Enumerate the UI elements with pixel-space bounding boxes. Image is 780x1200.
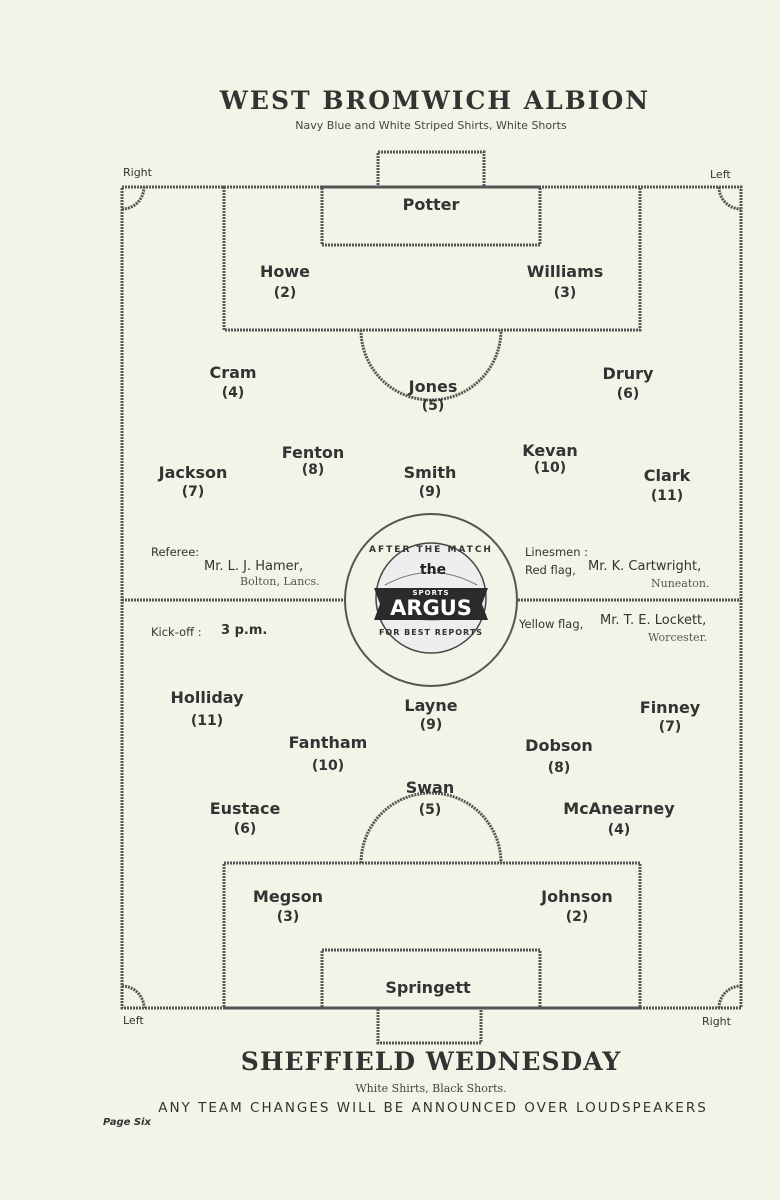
player-name: Swan	[405, 778, 455, 797]
player-number: (10)	[311, 758, 345, 774]
player-name: Kevan	[522, 441, 578, 460]
player-number: (4)	[607, 822, 631, 838]
bottom-penalty-arc	[359, 791, 503, 864]
advert-top-text: AFTER THE MATCH	[369, 545, 493, 555]
referee-town: Bolton, Lancs.	[240, 575, 320, 588]
argus-logo	[374, 542, 488, 654]
player-name: Holliday	[170, 688, 244, 707]
yellow-flag-name: Mr. T. E. Lockett,	[600, 613, 707, 628]
home-team-kit: Navy Blue and White Striped Shirts, Whit…	[295, 119, 567, 132]
page-number: Page Six	[103, 1117, 151, 1128]
player-number: (5)	[418, 802, 442, 818]
player-number: (2)	[273, 285, 297, 301]
player-name: Layne	[404, 696, 458, 715]
team-changes-notice: ANY TEAM CHANGES WILL BE ANNOUNCED OVER …	[158, 1100, 708, 1116]
player-name: Potter	[402, 195, 460, 214]
referee-name: Mr. L. J. Hamer,	[204, 559, 304, 574]
referee-label: Referee:	[151, 545, 200, 559]
top-penalty-arc	[359, 329, 503, 402]
player-name: Cram	[209, 363, 257, 382]
yellow-flag-town: Worcester.	[648, 631, 708, 644]
player-number: (11)	[190, 713, 224, 729]
player-number: (9)	[418, 484, 442, 500]
player-number: (8)	[301, 462, 325, 478]
player-name: Fenton	[281, 443, 345, 462]
advert-bottom-text: FOR BEST REPORTS	[378, 628, 484, 637]
red-flag-name: Mr. K. Cartwright,	[588, 559, 702, 574]
corner-label-top-right: Left	[710, 168, 731, 181]
bottom-goal	[376, 1006, 483, 1045]
player-name: McAnearney	[563, 799, 675, 818]
player-name: Williams	[526, 262, 604, 281]
player-name: Jackson	[158, 463, 228, 482]
player-number: (5)	[421, 398, 445, 414]
linesmen-label: Linesmen :	[525, 545, 589, 559]
player-name: Johnson	[541, 887, 613, 906]
yellow-flag-label: Yellow flag,	[519, 617, 584, 631]
player-number: (4)	[221, 385, 245, 401]
player-number: (9)	[419, 717, 443, 733]
player-number: (6)	[616, 386, 640, 402]
player-name: Howe	[259, 262, 311, 281]
kickoff-label: Kick-off :	[151, 625, 202, 639]
corner-label-top-left: Right	[123, 166, 152, 179]
player-number: (7)	[658, 719, 682, 735]
player-name: Springett	[385, 978, 471, 997]
player-number: (6)	[233, 821, 257, 837]
away-team-name: SHEFFIELD WEDNESDAY	[240, 1047, 622, 1076]
top-goal	[376, 150, 486, 189]
player-number: (10)	[533, 460, 567, 476]
red-flag-label: Red flag,	[525, 563, 576, 577]
advert-the: the	[419, 562, 447, 578]
corner-label-bottom-left: Left	[123, 1014, 144, 1027]
advert-brand: ARGUS	[390, 596, 472, 620]
player-name: Smith	[403, 463, 457, 482]
player-number: (2)	[565, 909, 589, 925]
red-flag-town: Nuneaton.	[651, 577, 710, 590]
player-name: Drury	[602, 364, 654, 383]
player-number: (8)	[547, 760, 571, 776]
player-name: Finney	[639, 698, 701, 717]
top-goal-area	[320, 185, 542, 247]
player-name: Dobson	[525, 736, 593, 755]
corner-label-bottom-right: Right	[702, 1015, 731, 1028]
player-number: (3)	[553, 285, 577, 301]
player-name: Eustace	[209, 799, 281, 818]
kickoff-time: 3 p.m.	[221, 623, 268, 638]
player-number: (11)	[650, 488, 684, 504]
player-name: Clark	[643, 466, 691, 485]
bottom-goal-area	[320, 948, 542, 1010]
player-name: Megson	[252, 887, 324, 906]
player-name: Fantham	[288, 733, 368, 752]
away-team-kit: White Shirts, Black Shorts.	[355, 1082, 507, 1095]
home-team-name: WEST BROMWICH ALBION	[219, 86, 651, 115]
player-name: Jones	[408, 377, 458, 396]
advert-sports: SPORTS	[412, 589, 450, 597]
player-number: (7)	[181, 484, 205, 500]
player-number: (3)	[276, 909, 300, 925]
